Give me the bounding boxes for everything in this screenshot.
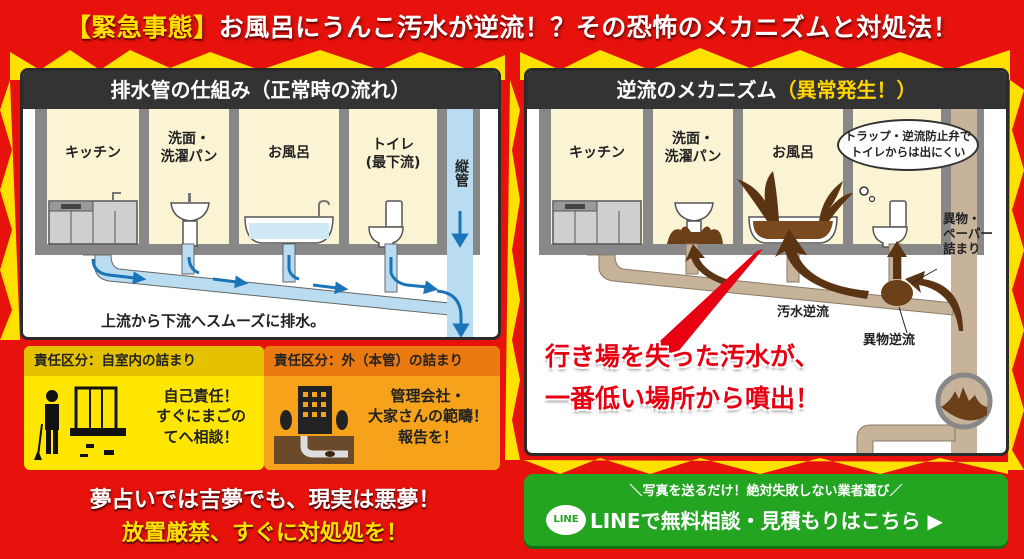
warning-line-1: 行き場を失った汚水が、 <box>545 342 820 371</box>
red-pointer <box>647 249 763 353</box>
fixtures-normal <box>48 109 473 337</box>
normal-flow-caption: 上流から下流へスムーズに排水。 <box>101 312 326 330</box>
responsibility-outside-heading: 責任区分：外（本管）の詰まり <box>264 346 500 376</box>
room-label-bath: お風呂 <box>772 145 814 161</box>
backflow-panel: 逆流のメカニズム（異常発生！） キッチン 洗面・ 洗濯パン お風呂 <box>524 68 1009 456</box>
clogged-room-person-icon <box>34 386 126 460</box>
bathtub-eruption-icon <box>737 171 853 244</box>
building-main-pipe-icon <box>274 386 354 464</box>
bathtub-icon <box>244 199 334 244</box>
responsibility-outside-box: 責任区分：外（本管）の詰まり 管理会社・ 大家さんの範疇！ 報告を！ <box>264 346 500 470</box>
page-title: 【緊急事態】お風呂にうんこ汚水が逆流！？その恐怖のメカニズムと対処法！ <box>0 8 1024 44</box>
toilet-thought-bubble: トラップ・逆流防止弁で トイレからは出にくい <box>837 119 979 171</box>
fixtures-backflow <box>552 109 993 453</box>
warning-line-2: 一番低い場所から噴出！ <box>545 384 821 413</box>
dream-vs-reality-text: 夢占いでは吉夢でも、現実は悪夢！ <box>89 488 441 513</box>
responsibility-inside-heading: 責任区分：自室内の詰まり <box>24 346 264 376</box>
normal-flow-heading: 排水管の仕組み（正常時の流れ） <box>23 71 498 109</box>
line-consult-button[interactable]: ＼写真を送るだけ！絶対失敗しない業者選び／ LINE LINEで無料相談・見積も… <box>524 474 1008 546</box>
debris-clog <box>881 280 913 306</box>
responsibility-inside-box: 責任区分：自室内の詰まり 自己責任！ すぐにまごの てへ相談！ <box>24 346 264 470</box>
kitchen-counter-icon <box>552 200 642 245</box>
backflow-arrows <box>685 229 963 331</box>
sewage-backflow-label: 汚水逆流 <box>777 305 830 320</box>
washbasin-icon <box>170 193 210 247</box>
clog-leader-line <box>911 268 938 284</box>
washbasin-overflow-icon <box>667 202 723 244</box>
toilet-icon <box>368 200 404 248</box>
backflow-heading: 逆流のメカニズム（異常発生！） <box>527 71 1006 109</box>
stack-label: 縦管 <box>453 159 469 187</box>
flow-arrows-normal <box>91 211 470 337</box>
room-label-washroom: 洗面・ 洗濯パン <box>160 131 218 165</box>
kitchen-counter-icon <box>48 192 138 245</box>
debris-backflow-label: 異物逆流 <box>863 333 916 348</box>
cta-subtext: ＼写真を送るだけ！絶対失敗しない業者選び／ <box>629 484 903 499</box>
room-label-kitchen: キッチン <box>569 145 625 161</box>
room-label-kitchen: キッチン <box>65 145 121 161</box>
magnifier-pipe-icon <box>935 372 993 430</box>
title-highlight: 【緊急事態】 <box>65 13 219 42</box>
room-label-washroom: 洗面・ 洗濯パン <box>664 131 722 165</box>
backflow-heading-text: 逆流のメカニズム <box>616 78 777 102</box>
toilet-icon <box>859 186 908 248</box>
line-logo-icon: LINE <box>546 505 586 535</box>
normal-flow-panel: 排水管の仕組み（正常時の流れ） キッチン 洗面・ 洗濯パン お風呂 トイレ (最… <box>20 68 501 340</box>
clog-label: 異物・ ペーパー 詰まり <box>943 211 993 256</box>
debris-leader-line <box>898 306 908 334</box>
responsibility-inside-text: 自己責任！ すぐにまごの てへ相談！ <box>155 387 246 446</box>
cta-label: LINEで無料相談・見積もりはこちら ▶ <box>590 509 943 533</box>
title-text: お風呂にうんこ汚水が逆流！？その恐怖のメカニズムと対処法！ <box>218 13 959 42</box>
act-now-text: 放置厳禁、すぐに対処処を！ <box>121 521 408 546</box>
backflow-heading-highlight: （異常発生！） <box>776 78 917 102</box>
room-label-toilet: トイレ (最下流) <box>365 137 421 171</box>
responsibility-outside-text: 管理会社・ 大家さんの範疇！ 報告を！ <box>367 387 488 446</box>
room-label-bath: お風呂 <box>268 145 310 161</box>
